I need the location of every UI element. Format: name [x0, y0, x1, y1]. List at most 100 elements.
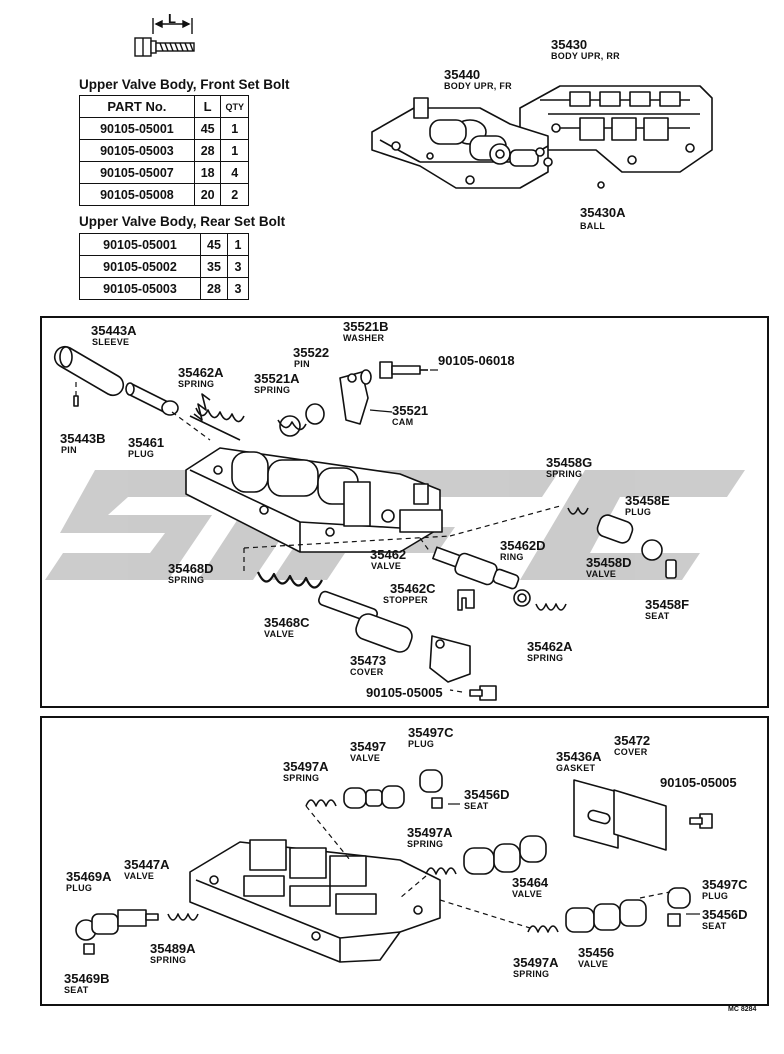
part-name-label: PIN: [61, 445, 77, 455]
cell-qty: 3: [227, 277, 249, 300]
part-number-label: 35497: [350, 739, 387, 754]
part-name-label: PIN: [294, 359, 310, 369]
part-name-label: STOPPER: [383, 595, 428, 605]
cell-part: 90105-05001: [79, 117, 195, 140]
part-number-label: 35462C: [390, 581, 436, 596]
part-number-label: 35521: [392, 403, 429, 418]
rear-bolt-table: 90105-05001 45 1 90105-05002 35 3 90105-…: [79, 233, 249, 300]
part-name-label: PLUG: [702, 891, 729, 901]
front-table-title: Upper Valve Body, Front Set Bolt: [79, 77, 290, 92]
part-number-label: 35430A: [580, 205, 626, 220]
part-number-label: 35430: [551, 37, 588, 52]
part-name-label: BODY UPR, FR: [444, 81, 512, 91]
part-name-label: PLUG: [128, 449, 155, 459]
part-name-label: SPRING: [527, 653, 564, 663]
part-number-label: 90105-05005: [660, 775, 737, 790]
part-name-label: COVER: [614, 747, 648, 757]
part-number-label: 35472: [614, 733, 651, 748]
part-name-label: SEAT: [645, 611, 670, 621]
table-row: 90105-05008 20 2: [79, 183, 249, 206]
part-name-label: VALVE: [371, 561, 402, 571]
part-name-label: PLUG: [625, 507, 652, 517]
part-name-label: SPRING: [283, 773, 320, 783]
part-number-label: 35469B: [64, 971, 110, 986]
part-name-label: VALVE: [350, 753, 381, 763]
part-number-label: 35462A: [527, 639, 573, 654]
part-name-label: BALL: [580, 221, 606, 231]
part-number-label: 90105-06018: [438, 353, 515, 368]
part-name-label: VALVE: [124, 871, 155, 881]
cell-part: 90105-05002: [79, 255, 201, 278]
part-name-label: VALVE: [586, 569, 617, 579]
part-number-label: 35473: [350, 653, 387, 668]
table-row: 90105-05003 28 1: [79, 139, 249, 162]
part-number-label: 35469A: [66, 869, 112, 884]
part-number-label: 35497A: [283, 759, 329, 774]
part-name-label: BODY UPR, RR: [551, 51, 620, 61]
bolt-length-label: L: [168, 11, 176, 26]
cell-part: 90105-05008: [79, 183, 195, 206]
part-number-label: 35458E: [625, 493, 670, 508]
cell-part: 90105-05003: [79, 277, 201, 300]
part-name-label: CAM: [392, 417, 414, 427]
part-number-label: 35447A: [124, 857, 170, 872]
part-number-label: 35462: [370, 547, 407, 562]
part-number-label: 35436A: [556, 749, 602, 764]
part-number-label: 35456: [578, 945, 615, 960]
table-header-row: PART No. L QTY: [79, 95, 249, 118]
cell-part: 90105-05007: [79, 161, 195, 184]
part-name-label: SEAT: [64, 985, 89, 995]
part-number-label: 35497C: [702, 877, 748, 892]
part-number-label: 35497A: [407, 825, 453, 840]
table-row: 90105-05007 18 4: [79, 161, 249, 184]
part-name-label: VALVE: [264, 629, 295, 639]
part-number-label: 35468C: [264, 615, 310, 630]
part-number-label: 35462A: [178, 365, 224, 380]
part-name-label: SLEEVE: [92, 337, 130, 347]
part-name-label: COVER: [350, 667, 384, 677]
part-name-label: SPRING: [150, 955, 187, 965]
part-number-label: 35456D: [464, 787, 510, 802]
part-number-label: 35462D: [500, 538, 546, 553]
part-number-label: 35443B: [60, 431, 106, 446]
cell-l: 20: [193, 183, 222, 206]
front-valve-panel: [40, 316, 769, 708]
part-number-label: 35464: [512, 875, 549, 890]
cell-part: 90105-05003: [79, 139, 195, 162]
part-name-label: VALVE: [512, 889, 543, 899]
part-name-label: SPRING: [254, 385, 291, 395]
table-row: 90105-05002 35 3: [79, 255, 249, 278]
part-name-label: SPRING: [513, 969, 550, 979]
part-name-label: PLUG: [408, 739, 435, 749]
part-number-label: 35489A: [150, 941, 196, 956]
table-row: 90105-05001 45 1: [79, 117, 249, 140]
part-number-label: 35443A: [91, 323, 137, 338]
front-bolt-table: PART No. L QTY 90105-05001 45 1 90105-05…: [79, 95, 249, 206]
part-number-label: 35458G: [546, 455, 593, 470]
part-number-label: 35497A: [513, 955, 559, 970]
part-number-label: 35458D: [586, 555, 632, 570]
part-name-label: RING: [500, 552, 524, 562]
rear-table-title: Upper Valve Body, Rear Set Bolt: [79, 214, 286, 229]
part-name-label: SEAT: [464, 801, 489, 811]
part-number-label: 35521A: [254, 371, 300, 386]
part-number-label: 35456D: [702, 907, 748, 922]
part-name-label: SEAT: [702, 921, 727, 931]
part-number-label: 35522: [293, 345, 330, 360]
part-name-label: SPRING: [546, 469, 583, 479]
drawing-code: MC 8284: [728, 1006, 757, 1013]
rear-valve-panel: [40, 716, 769, 1006]
header-part: PART No.: [79, 95, 195, 118]
part-number-label: 35440: [444, 67, 481, 82]
part-name-label: VALVE: [578, 959, 609, 969]
table-row: 90105-05003 28 3: [79, 277, 249, 300]
part-number-label: 35521B: [343, 319, 389, 334]
part-number-label: 35461: [128, 435, 165, 450]
part-name-label: SPRING: [168, 575, 205, 585]
part-name-label: PLUG: [66, 883, 93, 893]
part-name-label: SPRING: [178, 379, 215, 389]
part-number-label: 90105-05005: [366, 685, 443, 700]
